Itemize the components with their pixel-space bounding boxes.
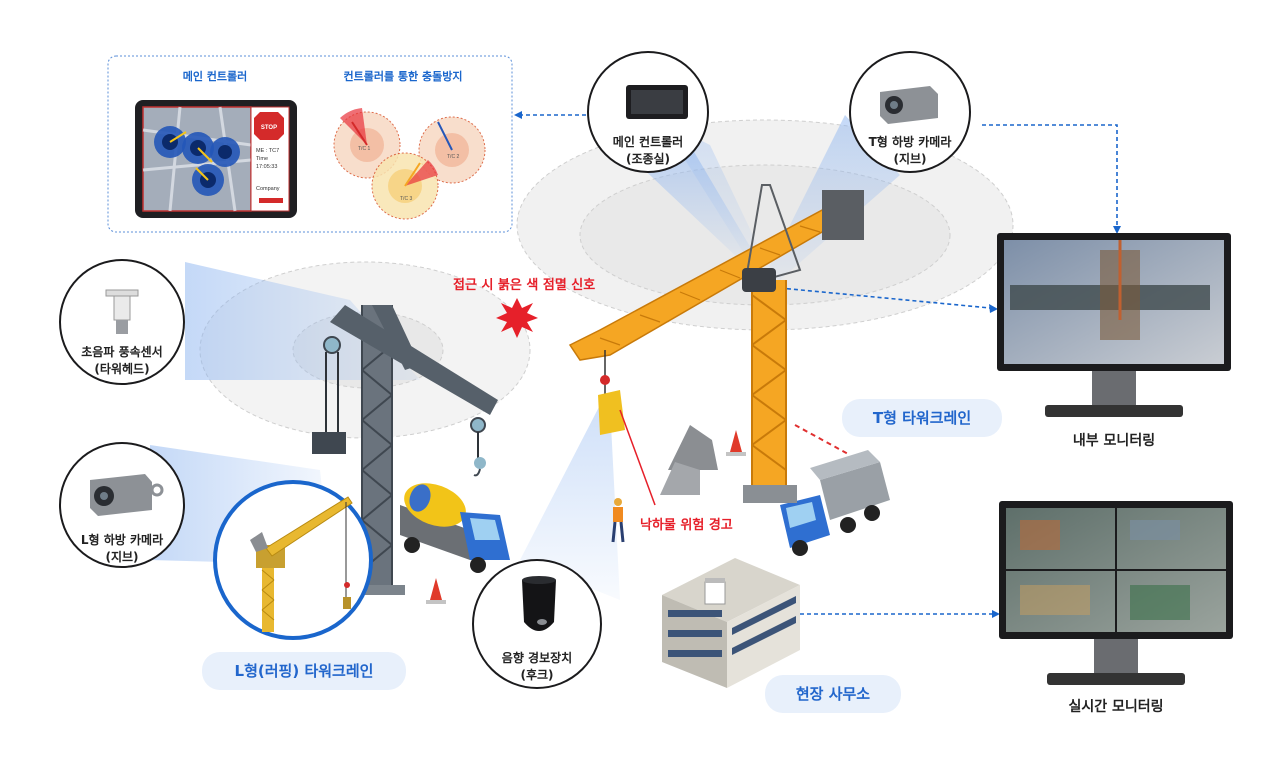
dump-truck bbox=[780, 424, 890, 556]
tablet-stop-text: STOP bbox=[261, 125, 277, 131]
wind-sensor-label-line1: 초음파 풍속센서 bbox=[81, 345, 163, 359]
l-crane-closeup bbox=[213, 480, 373, 640]
stop-sign-icon bbox=[254, 112, 284, 140]
wind-sensor-label-line2: (타워헤드) bbox=[94, 362, 150, 376]
t-crane-structure bbox=[568, 184, 864, 503]
sound-alarm-device bbox=[472, 559, 602, 689]
t-crane-pill: T형 타워크레인 bbox=[842, 399, 1002, 437]
tablet-crane-zones bbox=[154, 126, 240, 196]
main-controller-label-line2: (조종실) bbox=[625, 152, 671, 166]
l-camera-label: L형 하방 카메라 (지브) bbox=[62, 532, 182, 566]
t-camera-label-line2: (지브) bbox=[893, 152, 927, 166]
zone-label: T/C 1 bbox=[358, 146, 370, 152]
l-crane-pill: L형(러핑) 타워크레인 bbox=[202, 652, 406, 690]
internal-monitor bbox=[997, 233, 1231, 417]
sound-alarm-label-line1: 음향 경보장치 bbox=[501, 651, 573, 665]
collision-zones: T/C 1 T/C 2 T/C 3 bbox=[333, 108, 486, 220]
site-office-pill: 현장 사무소 bbox=[765, 675, 901, 713]
t-camera-label-line1: T형 하방 카메라 bbox=[868, 135, 952, 149]
worker bbox=[611, 498, 625, 543]
sound-alarm-label-line2: (후크) bbox=[520, 668, 554, 682]
site-props bbox=[426, 425, 746, 604]
mixer-truck bbox=[400, 483, 510, 573]
internal-monitoring-label: 내부 모니터링 bbox=[1072, 433, 1156, 449]
zone-label: T/C 2 bbox=[447, 154, 459, 160]
tablet-company-text: Company bbox=[256, 186, 280, 192]
falling-warning-label: 낙하물 위험 경고 bbox=[640, 518, 733, 533]
wind-sensor-label: 초음파 풍속센서 (타워헤드) bbox=[62, 344, 182, 378]
tablet-me-text: ME : TC7 bbox=[256, 148, 279, 154]
realtime-monitoring-label: 실시간 모니터링 bbox=[1068, 699, 1164, 715]
wind-sensor-device bbox=[59, 259, 185, 385]
arrow-heads bbox=[514, 111, 1121, 618]
main-controller-device bbox=[587, 51, 709, 173]
warning-line bbox=[619, 409, 656, 506]
l-camera-label-line1: L형 하방 카메라 bbox=[80, 533, 164, 547]
realtime-monitor bbox=[999, 501, 1233, 685]
main-controller-label-line1: 메인 컨트롤러 bbox=[612, 135, 684, 149]
main-controller-label: 메인 컨트롤러 (조종실) bbox=[598, 134, 698, 168]
flash-signal-label: 접근 시 붉은 색 점멸 신호 bbox=[453, 278, 596, 293]
l-camera-label-line2: (지브) bbox=[105, 550, 139, 564]
site-office-building bbox=[662, 558, 800, 688]
red-flash-icon bbox=[496, 298, 538, 338]
sound-alarm-label: 음향 경보장치 (후크) bbox=[482, 650, 592, 684]
zone-label: T/C 3 bbox=[400, 196, 412, 202]
connection-arrows bbox=[520, 114, 1118, 615]
tablet-time-label: Time bbox=[256, 156, 268, 162]
panel-right-title: 컨트롤러를 통한 충돌방지 bbox=[343, 70, 463, 83]
l-camera-device bbox=[59, 442, 185, 568]
panel-left-title: 메인 컨트롤러 bbox=[182, 70, 248, 83]
t-camera-label: T형 하방 카메라 (지브) bbox=[850, 134, 970, 168]
tablet-time-value: 17:05:33 bbox=[256, 164, 277, 170]
controller-panel: STOP ME : TC7 Time 17:05:33 Company T/C … bbox=[107, 55, 513, 233]
t-camera-device bbox=[849, 51, 971, 173]
